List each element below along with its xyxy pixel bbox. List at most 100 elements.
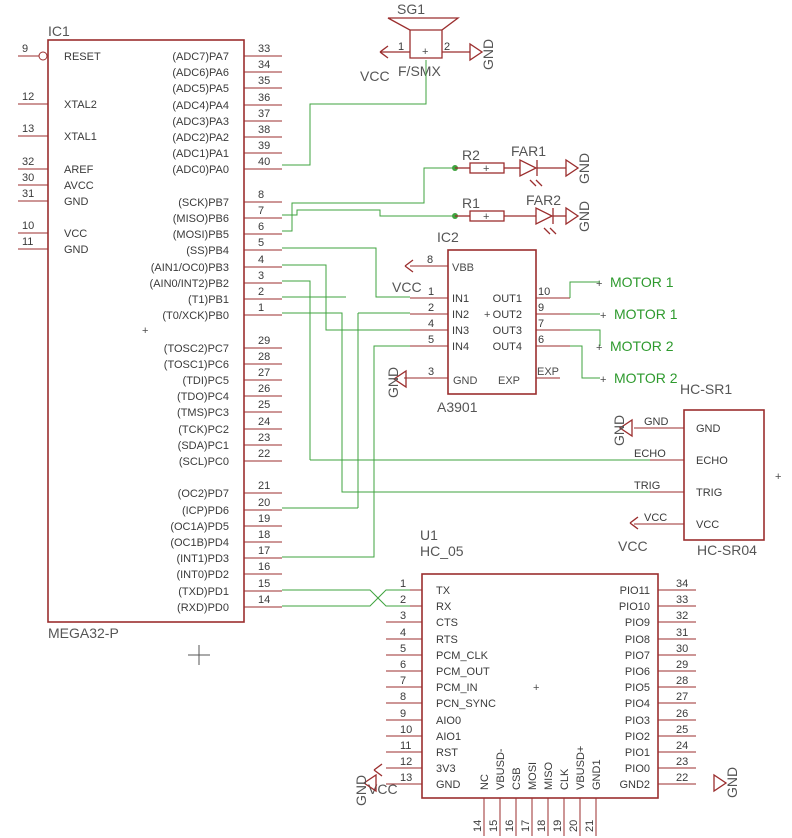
u1-pin-label: PCM_OUT: [436, 666, 490, 678]
led-far2-icon: [535, 206, 554, 226]
led-far1-icon: [519, 158, 538, 178]
ic2-pin-number: 9: [538, 302, 544, 314]
ic2-pin-number: 7: [538, 318, 544, 330]
u1-pin-number: 28: [676, 675, 688, 687]
ic1-pin-number: 18: [258, 529, 270, 541]
ic1-pin-label: (TMS)PC3: [177, 407, 229, 419]
ic1-pin-label: (ADC7)PA7: [172, 51, 229, 63]
ic1-pin-label: AVCC: [64, 180, 94, 192]
motor-terminal-icon: +: [600, 310, 606, 322]
u1-pin-number: 14: [472, 820, 484, 832]
gnd-far1: GND: [576, 153, 592, 184]
ic2-gnd-num: 3: [428, 366, 434, 378]
ic2-pin-number: 10: [538, 286, 550, 298]
ic1-right-pins: 33(ADC7)PA734(ADC6)PA635(ADC5)PA536(ADC4…: [150, 43, 282, 614]
hcsr-name: HC-SR1: [680, 381, 732, 397]
ic1-pin-number: 1: [258, 302, 264, 314]
motor-label: MOTOR 1: [614, 306, 678, 322]
u1-pin-number: 2: [400, 594, 406, 606]
u1-pin-label: RX: [436, 601, 452, 613]
ic1-pin-number: 4: [258, 254, 264, 266]
vcc-arrow-icon: [373, 763, 383, 777]
ic1-pin-number: 38: [258, 124, 270, 136]
ic1-pin-label: (SS)PB4: [186, 245, 229, 257]
ic1-pin-label: AREF: [64, 164, 94, 176]
far2-label: FAR2: [526, 192, 561, 208]
hcsr-net-label: TRIG: [634, 480, 660, 492]
light-emission-icon: [529, 179, 543, 187]
u1-pin-label: CSB: [511, 767, 523, 790]
motor-label: MOTOR 1: [610, 274, 674, 290]
ic1-pin-label: XTAL1: [64, 131, 97, 143]
ic2-pin-number: 5: [428, 334, 434, 346]
ic1-pin-label: (ADC6)PA6: [172, 67, 229, 79]
ic1-pin-number: 19: [258, 513, 270, 525]
hc-sr04: HC-SR1 HC-SR04 + GNDGNDECHOECHOTRIGTRIGV…: [611, 381, 781, 558]
ic1-pin-label: (MISO)PB6: [173, 213, 229, 225]
u1-pin-number: 22: [676, 772, 688, 784]
gnd-icon: [362, 773, 377, 793]
gnd-icon: [565, 206, 580, 226]
u1-hc05: U1 HC_05 + 1TX2RX3CTS4RTS5PCM_CLK6PCM_OU…: [353, 527, 740, 836]
hcsr-part: HC-SR04: [697, 542, 757, 558]
u1-pin-number: 32: [676, 610, 688, 622]
ic1-pin-label: (TOSC1)PC6: [164, 359, 229, 371]
ic1-pin-number: 32: [22, 156, 34, 168]
ic1-pin-label: GND: [64, 244, 89, 256]
u1-pin-number: 13: [400, 772, 412, 784]
hcsr-net-label: GND: [644, 416, 669, 428]
ic1-pin-number: 17: [258, 545, 270, 557]
ic2-gnd: GND: [453, 375, 478, 387]
u1-name: U1: [420, 527, 438, 543]
u1-pin-label: CLK: [559, 768, 571, 790]
hcsr-gnd-sym: GND: [611, 415, 627, 446]
u1-pin-number: 20: [568, 820, 580, 832]
u1-pin-number: 26: [676, 708, 688, 720]
u1-pin-number: 21: [584, 820, 596, 832]
sg1-part: F/SMX: [398, 63, 441, 79]
ic1-pin-number: 35: [258, 75, 270, 87]
ic1-mega32: IC1 MEGA32-P + 9RESET12XTAL213XTAL132ARE…: [18, 23, 282, 641]
u1-pin-number: 9: [400, 708, 406, 720]
ic1-pin-number: 40: [258, 156, 270, 168]
ic1-pin-label: (SCK)PB7: [178, 197, 229, 209]
motor-label: MOTOR 2: [610, 338, 674, 354]
u1-pin-number: 5: [400, 643, 406, 655]
u1-pin-label: PIO3: [625, 715, 650, 727]
ic1-pin-number: 31: [22, 188, 34, 200]
ic1-pin-number: 24: [258, 416, 270, 428]
u1-gnd-sym-right: GND: [724, 767, 740, 798]
hcsr-pin-label: ECHO: [696, 455, 728, 467]
ic2-part: A3901: [437, 399, 478, 415]
ic2-pin-label: OUT3: [493, 325, 522, 337]
ic1-pin-label: (OC1A)PD5: [170, 521, 229, 533]
u1-pin-label: PIO2: [625, 731, 650, 743]
svg-text:+: +: [483, 163, 489, 175]
ic2-vbb: VBB: [452, 262, 474, 274]
hcsr-pin-label: TRIG: [696, 487, 722, 499]
ic1-pin-number: 13: [22, 123, 34, 135]
u1-pin-number: 16: [504, 820, 516, 832]
u1-pin-label: AIO1: [436, 731, 461, 743]
u1-pin-number: 7: [400, 675, 406, 687]
u1-pin-label: PIO8: [625, 634, 650, 646]
u1-pin-number: 4: [400, 627, 406, 639]
ic1-pin-number: 3: [258, 270, 264, 282]
u1-pin-number: 3: [400, 610, 406, 622]
sg1-gnd: GND: [480, 39, 496, 70]
u1-pin-label: VBUSD-: [495, 748, 507, 790]
wires: [282, 60, 650, 607]
ic1-pin-number: 20: [258, 497, 270, 509]
u1-pin-number: 27: [676, 691, 688, 703]
u1-pin-label: PIO11: [620, 585, 650, 597]
ic1-pin-number: 7: [258, 205, 264, 217]
ic1-pin-number: 6: [258, 221, 264, 233]
hcsr-pin-label: VCC: [696, 519, 719, 531]
u1-pin-number: 19: [552, 820, 564, 832]
ic1-pin-label: VCC: [64, 228, 87, 240]
ic1-pin-number: 15: [258, 578, 270, 590]
gnd-far2: GND: [576, 201, 592, 232]
ic1-pin-label: (SDA)PC1: [178, 440, 229, 452]
